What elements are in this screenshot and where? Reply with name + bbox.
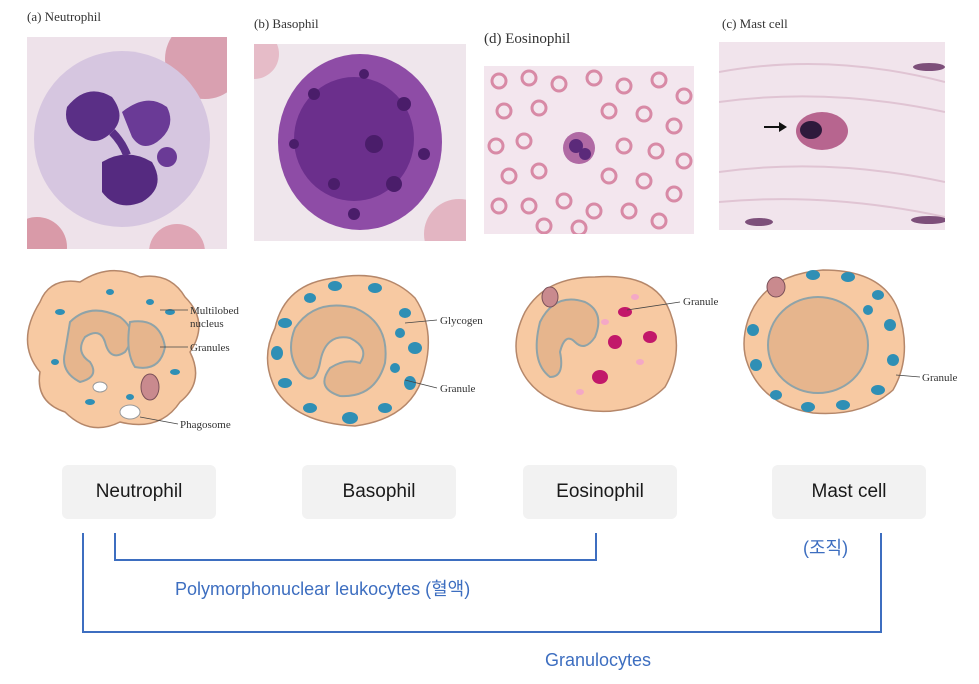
- mast-cell-micrograph: [719, 42, 945, 230]
- mast-cell-diagram: Granule: [743, 269, 958, 415]
- label-granule-eosinophil: Granule: [683, 296, 719, 308]
- tissue-label: (조직): [803, 538, 849, 558]
- box-mast-cell-label: Mast cell: [811, 481, 887, 502]
- label-nucleus: nucleus: [190, 318, 224, 330]
- label-phagosome: Phagosome: [180, 419, 231, 431]
- label-glycogen: Glycogen: [440, 315, 483, 327]
- basophil-micrograph: [254, 44, 466, 241]
- label-granules: Granules: [190, 342, 230, 354]
- box-basophil-label: Basophil: [342, 481, 416, 502]
- caption-neutrophil: (a) Neutrophil: [27, 9, 102, 24]
- box-mast-cell: Mast cell: [772, 465, 926, 519]
- granulocytes-label: Granulocytes: [545, 650, 652, 670]
- box-neutrophil: Neutrophil: [62, 465, 216, 519]
- caption-basophil: (b) Basophil: [254, 16, 319, 31]
- box-neutrophil-label: Neutrophil: [95, 481, 183, 502]
- neutrophil-diagram: Multilobed nucleus Granules Phagosome: [26, 269, 239, 431]
- box-eosinophil-label: Eosinophil: [556, 481, 644, 502]
- caption-eosinophil: (d) Eosinophil: [484, 31, 571, 47]
- box-eosinophil: Eosinophil: [523, 465, 677, 519]
- label-granule-basophil: Granule: [440, 383, 476, 395]
- neutrophil-micrograph: [27, 37, 227, 249]
- basophil-diagram: Glycogen Granule: [266, 274, 483, 427]
- caption-mast-cell: (c) Mast cell: [722, 16, 788, 31]
- label-multilobed: Multilobed: [190, 305, 239, 317]
- eosinophil-diagram: Granule: [515, 275, 719, 413]
- box-basophil: Basophil: [302, 465, 456, 519]
- pmn-label: Polymorphonuclear leukocytes (혈액): [175, 579, 471, 599]
- granulocytes-bracket: [82, 533, 882, 633]
- pmn-bracket: [114, 533, 597, 561]
- eosinophil-micrograph: [484, 66, 694, 234]
- label-granule-mast: Granule: [922, 372, 958, 384]
